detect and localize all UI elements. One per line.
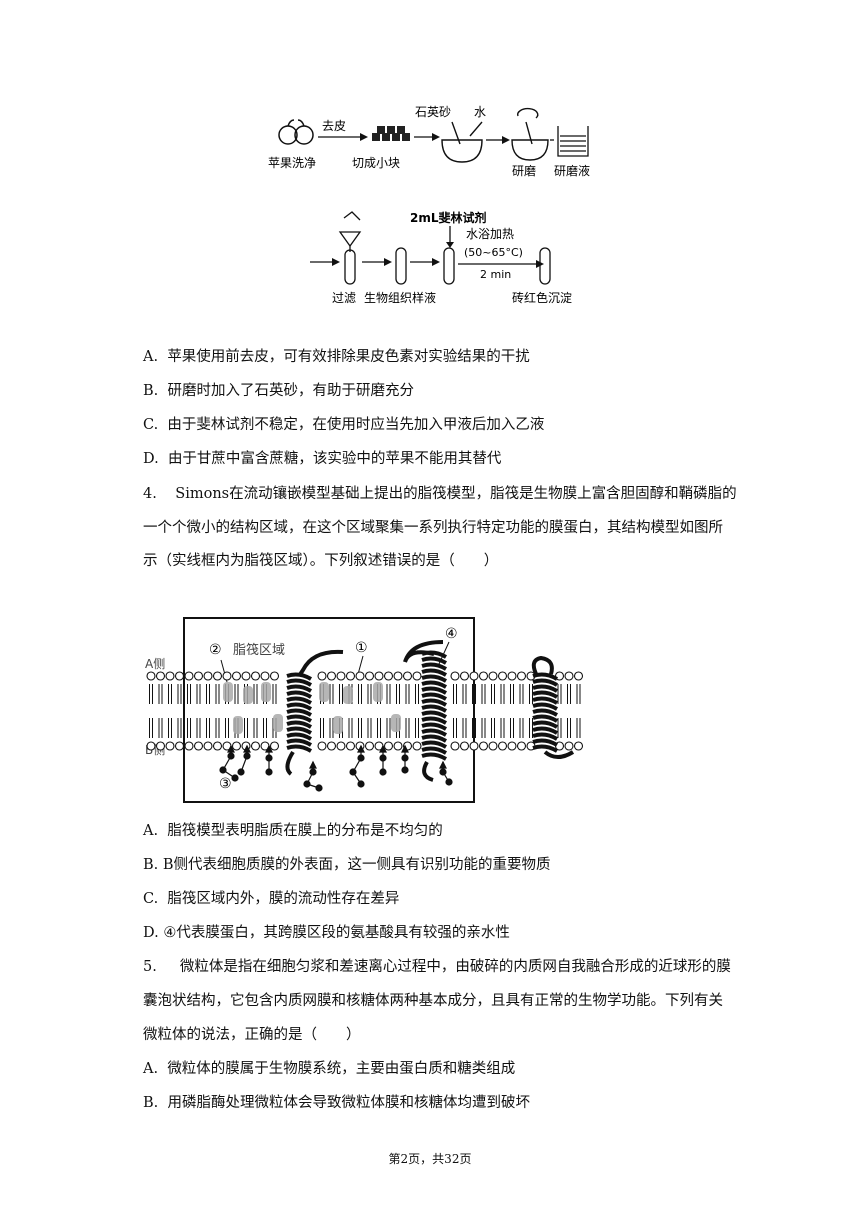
experiment-flow-figure: 苹果洗净 去皮 切成小块 石英砂 水 研磨 研磨液 过滤: [268, 105, 590, 305]
q3-option-a: A. 苹果使用前去皮，可有效排除果皮色素对实验结果的干扰: [143, 349, 530, 365]
apple-icon: [278, 119, 314, 145]
grinding-mortar-icon: [511, 107, 549, 161]
label-precipitate: 砖红色沉淀: [512, 290, 572, 305]
q5-stem-line1: 5. 微粒体是指在细胞匀浆和差速离心过程中，由破碎的内质网自我融合形成的近球形的…: [143, 959, 731, 975]
filter-funnel-icon: [338, 211, 362, 285]
marker-2: ②: [209, 642, 222, 658]
test-tube-icon: [443, 247, 455, 285]
q5-stem-line2: 囊泡状结构，它包含内质网膜和核糖体两种基本成分，且具有正常的生物学功能。下列有关: [143, 993, 723, 1009]
membrane-protein-icon: [531, 655, 575, 759]
label-water-bath: 水浴加热: [466, 227, 514, 241]
label-fehling: 2mL斐林试剂: [410, 210, 487, 225]
label-water: 水: [474, 105, 486, 119]
q5-option-b: B. 用磷脂酶处理微粒体会导致微粒体膜和核糖体均遭到破坏: [143, 1095, 530, 1111]
test-tube-icon: [539, 247, 551, 285]
q4-stem-line3: 示（实线框内为脂筏区域）。下列叙述错误的是（ ）: [143, 553, 499, 569]
label-peel: 去皮: [322, 119, 346, 133]
apple-cubes-icon: [372, 126, 410, 141]
q4-option-d: D. ④代表膜蛋白，其跨膜区段的氨基酸具有较强的亲水性: [143, 925, 510, 941]
membrane-protein-icon: [403, 640, 448, 782]
test-tube-icon: [395, 247, 407, 285]
q4-option-a: A. 脂筏模型表明脂质在膜上的分布是不均匀的: [143, 823, 443, 839]
q4-option-b: B. B侧代表细胞质膜的外表面，这一侧具有识别功能的重要物质: [143, 857, 551, 873]
q4-option-c: C. 脂筏区域内外，膜的流动性存在差异: [143, 891, 400, 907]
side-a-label: A侧: [145, 657, 165, 671]
lipid-raft-figure: A侧 B侧 脂筏区域 ② ① ④ ③: [145, 617, 584, 803]
marker-3: ③: [219, 776, 232, 792]
page-footer: 第2页，共32页: [388, 1152, 472, 1166]
q3-option-b: B. 研磨时加入了石英砂，有助于研磨充分: [143, 383, 414, 399]
phospholipid-bilayer: [146, 671, 584, 751]
q5-stem-line3: 微粒体的说法，正确的是（ ）: [143, 1027, 361, 1043]
q5-option-a: A. 微粒体的膜属于生物膜系统，主要由蛋白质和糖类组成: [143, 1061, 516, 1077]
marker-4: ④: [445, 626, 458, 642]
label-apple-wash: 苹果洗净: [268, 156, 316, 170]
sugar-chains: [219, 744, 453, 792]
raft-region-label: 脂筏区域: [233, 642, 285, 658]
beaker-icon: [557, 126, 589, 157]
q4-stem-line1: 4. Simons在流动镶嵌模型基础上提出的脂筏模型，脂筏是生物膜上富含胆固醇和…: [143, 486, 737, 502]
label-quartz-sand: 石英砂: [415, 105, 451, 119]
label-sample: 生物组织样液: [364, 290, 436, 305]
marker-1: ①: [355, 640, 368, 656]
label-filter: 过滤: [332, 291, 356, 305]
q3-option-c: C. 由于斐林试剂不稳定，在使用时应当先加入甲液后加入乙液: [143, 417, 545, 433]
label-cut: 切成小块: [352, 156, 400, 170]
label-time: 2 min: [480, 268, 511, 281]
membrane-protein-icon: [285, 649, 344, 776]
raft-region-frame: [183, 617, 475, 803]
label-grind-liquid: 研磨液: [554, 163, 590, 178]
q4-stem-line2: 一个个微小的结构区域，在这个区域聚集一系列执行特定功能的膜蛋白，其结构模型如图所: [143, 520, 723, 536]
cholesterol-patches: [223, 682, 401, 734]
q3-option-d: D. 由于甘蔗中富含蔗糖，该实验中的苹果不能用其替代: [143, 451, 502, 467]
label-grind: 研磨: [512, 164, 536, 178]
mortar-icon: [441, 121, 483, 163]
label-temp: (50~65°C): [464, 246, 523, 259]
